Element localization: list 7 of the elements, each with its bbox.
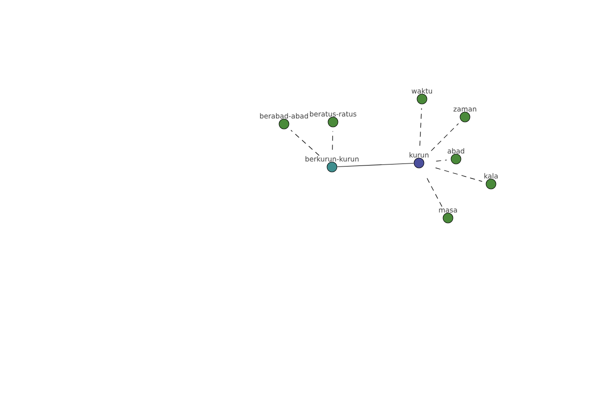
connector-line xyxy=(435,168,482,182)
connector-line xyxy=(336,162,414,168)
connector-line xyxy=(332,130,334,150)
connector-line xyxy=(430,123,459,152)
connector-line xyxy=(420,108,422,146)
connector-line xyxy=(290,130,320,156)
connector-line xyxy=(436,160,448,162)
